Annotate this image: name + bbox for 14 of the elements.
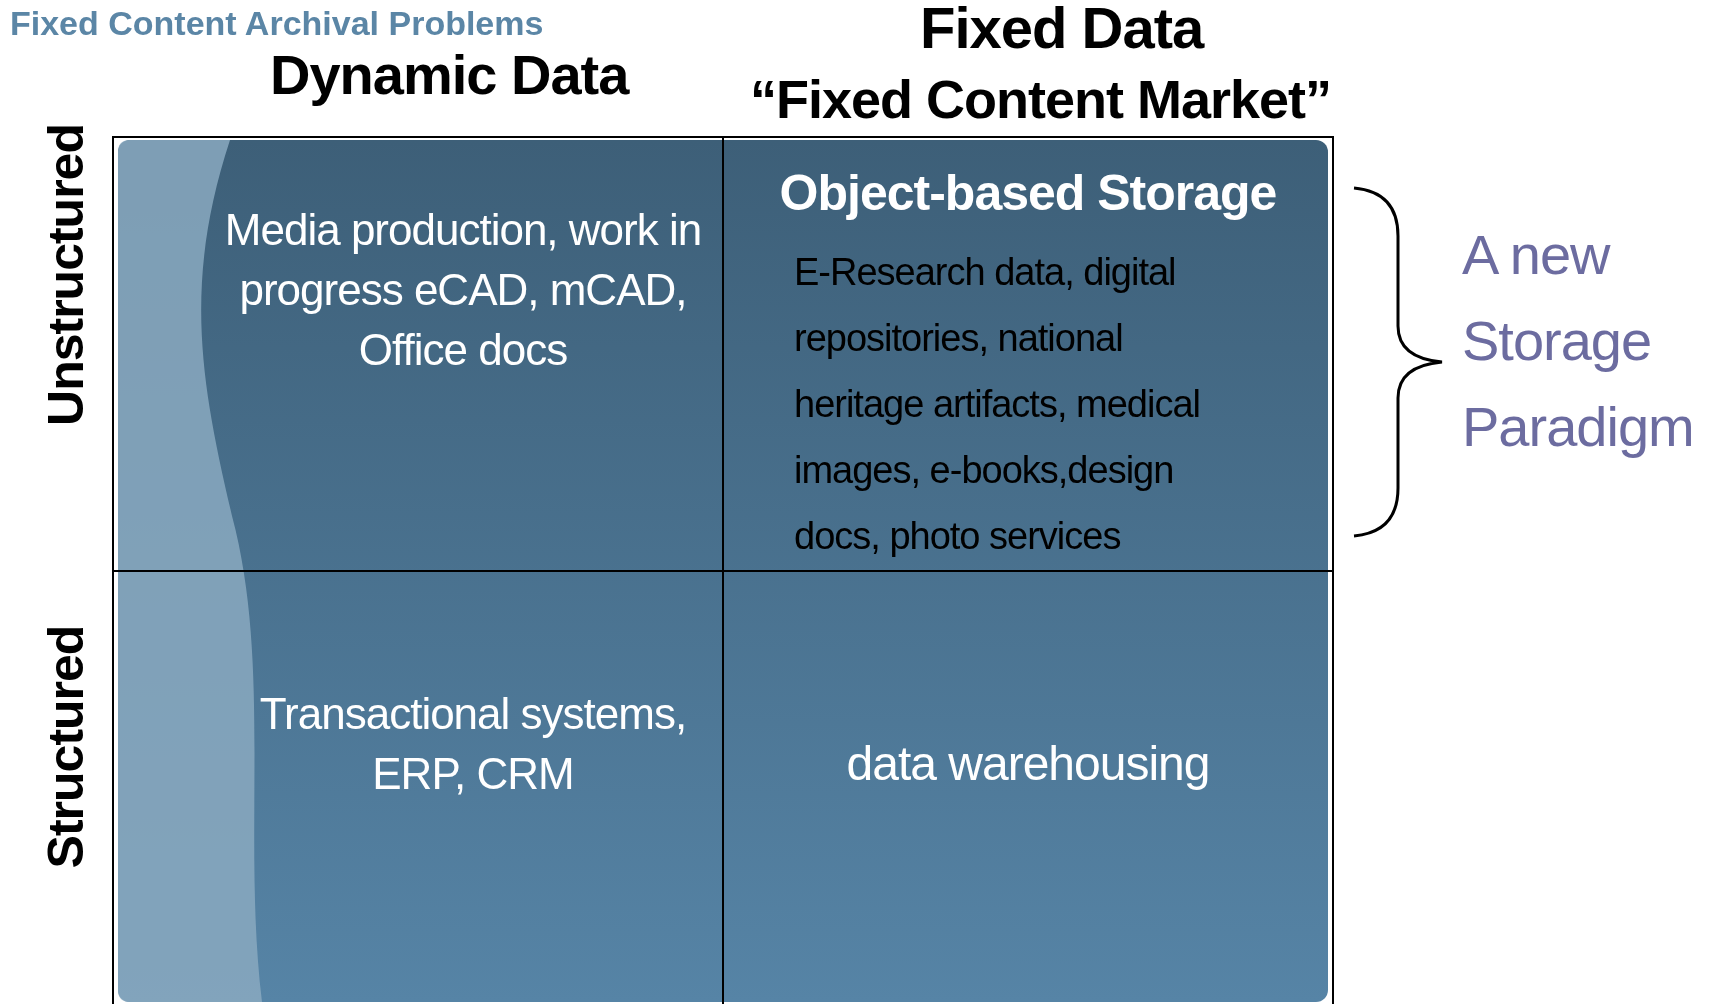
side-note: A new Storage Paradigm	[1462, 222, 1695, 460]
cell-heading: Object-based Storage	[779, 166, 1277, 221]
column-header: Fixed Data	[920, 0, 1204, 61]
row-header: Unstructured	[36, 124, 95, 426]
slide-title: Fixed Content Archival Problems	[10, 4, 544, 43]
cell-text: Media production, work in progress eCAD, mCAD, Office docs	[224, 204, 702, 376]
cell-text: data warehousing	[846, 736, 1210, 792]
matrix-cell	[112, 136, 724, 572]
row-header: Structured	[37, 625, 96, 869]
column-header: Dynamic Data	[270, 42, 629, 107]
matrix-cell	[722, 136, 1334, 572]
column-header: “Fixed Content Market”	[750, 68, 1332, 130]
cell-text: E-Research data, digital repositories, national heritage artifacts, medical images, e-books,design docs, photo services	[794, 250, 1201, 559]
cell-text: Transactional systems, ERP, CRM	[258, 688, 688, 800]
